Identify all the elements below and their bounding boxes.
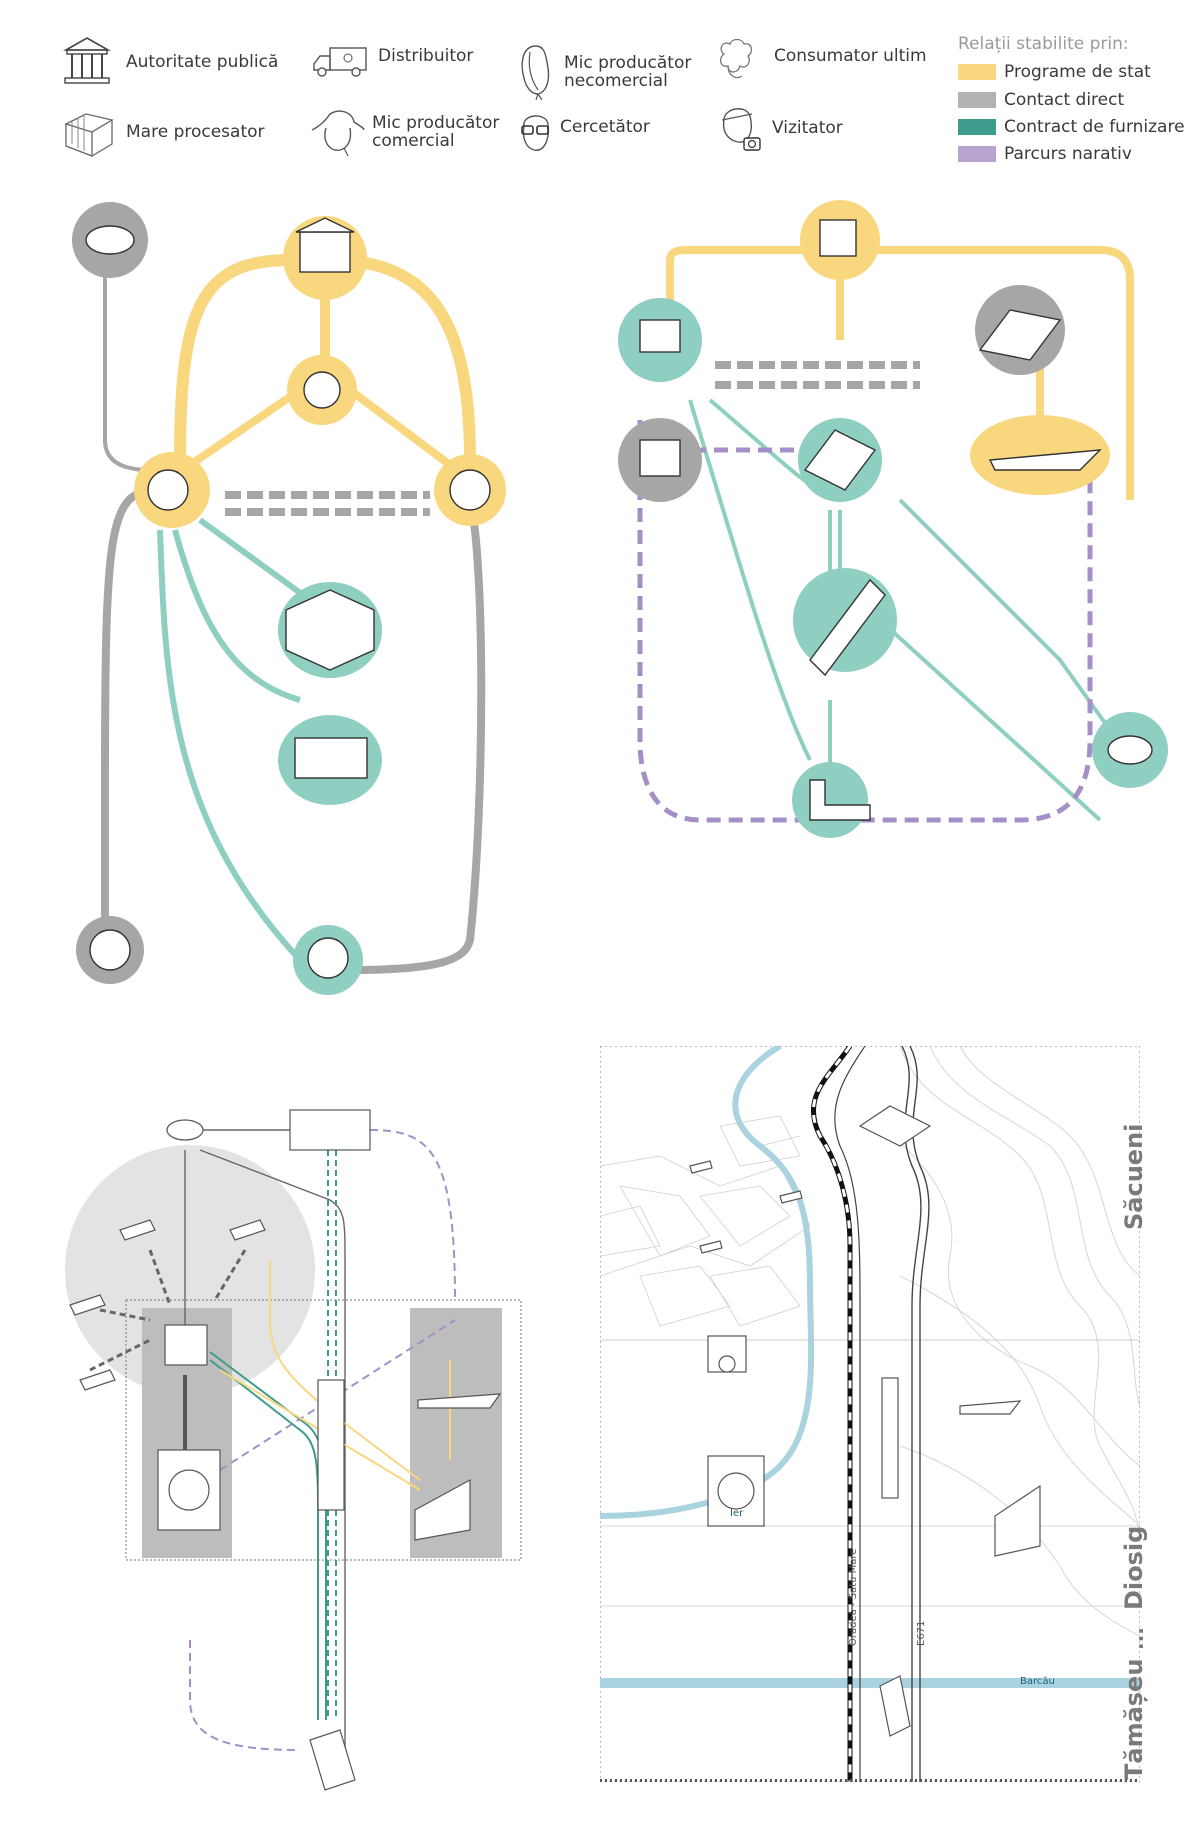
- relation-swatch: [958, 146, 996, 162]
- place-label-diosig-edge: Diosig: [1120, 1525, 1148, 1610]
- relation-contact: Contact direct: [958, 90, 1124, 110]
- narrative-network-diagram: [618, 200, 1168, 838]
- legend-item-consumator: Consumator ultim: [712, 36, 927, 84]
- influence-area: [65, 1145, 315, 1395]
- legend-item-cercetator: Cercetător: [516, 110, 650, 156]
- legend-label: Mare procesator: [126, 122, 265, 142]
- relation-swatch: [958, 92, 996, 108]
- curly-person-icon: [719, 38, 753, 79]
- legend-item-vizitator: Vizitator: [718, 104, 843, 158]
- river-label-barcau: Barcău: [1020, 1676, 1055, 1687]
- site-map: Săcueni Diosig Oradea - Satu Mare E671 I…: [600, 1046, 1140, 1782]
- relation-parcurs: Parcurs narativ: [958, 144, 1132, 164]
- road-label-e671: E671: [916, 1620, 927, 1646]
- legend-label: Distribuitor: [378, 46, 474, 66]
- relation-label: Parcurs narativ: [1004, 144, 1132, 164]
- legend-item-autoritate: Autoritate publică: [62, 34, 278, 90]
- headscarf-person-icon: [521, 45, 550, 101]
- legend-label: Mic producător comercial: [372, 113, 500, 151]
- place-label-sacueni-edge: Săcueni: [1120, 1123, 1148, 1230]
- relation-label: Programe de stat: [1004, 62, 1151, 82]
- factory-icon: [64, 113, 114, 157]
- road-label-oradea: Oradea - Satu Mare: [848, 1548, 859, 1646]
- legend-item-mare-procesator: Mare procesator: [62, 106, 265, 158]
- relation-swatch: [958, 64, 996, 80]
- legend-label: Vizitator: [772, 118, 843, 138]
- actor-network-diagram: [72, 202, 506, 995]
- node-cercetator: [792, 762, 868, 838]
- legend-label: Mic producător necomercial: [564, 53, 692, 91]
- place-label-tamaseu: Tămășeu: [1120, 1658, 1148, 1780]
- relation-swatch: [958, 119, 996, 135]
- legend-label: Cercetător: [560, 117, 650, 137]
- river-label-ier: Ier: [730, 1508, 744, 1519]
- relation-label: Contract de furnizare: [1004, 117, 1185, 137]
- place-label-ellipsis: ...: [1124, 1627, 1148, 1650]
- hat-person-icon: [311, 110, 365, 157]
- truck-icon: [313, 47, 367, 77]
- glasses-person-icon: [521, 115, 550, 151]
- legend-label: Autoritate publică: [126, 52, 279, 72]
- camera-person-icon: [721, 108, 761, 151]
- relation-contract: Contract de furnizare: [958, 117, 1185, 137]
- legend-item-mic-comercial: Mic producător comercial: [310, 106, 512, 158]
- public-authority-icon: [62, 37, 112, 84]
- site-boundary: [125, 1299, 522, 1561]
- legend-item-mic-necomercial: Mic producător necomercial: [516, 42, 704, 102]
- relation-label: Contact direct: [1004, 90, 1125, 110]
- relation-programe: Programe de stat: [958, 62, 1151, 82]
- site-schema-diagram: [65, 1109, 522, 1791]
- legend-item-distribuitor: Distribuitor: [310, 42, 473, 82]
- map-canvas: [600, 1046, 1140, 1782]
- legend-label: Consumator ultim: [774, 46, 927, 66]
- relations-title: Relații stabilite prin:: [958, 34, 1129, 54]
